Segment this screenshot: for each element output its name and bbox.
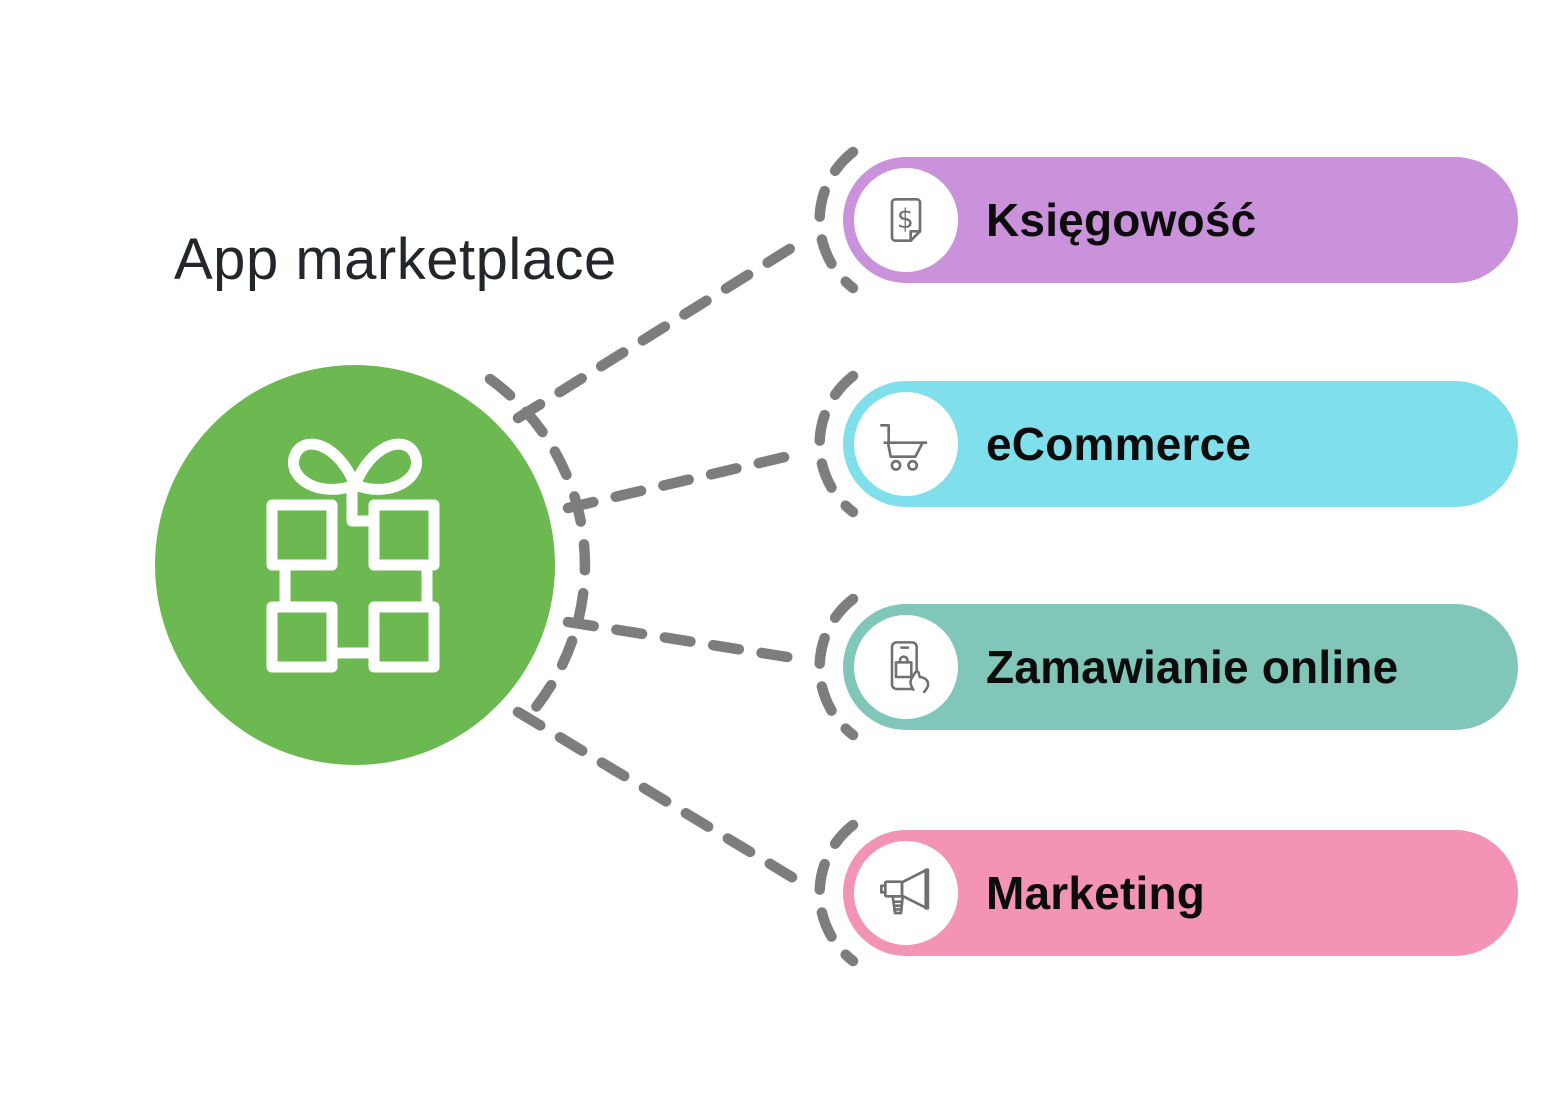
pill-dashed-arc-4: [814, 819, 859, 967]
badge-circle: [854, 615, 958, 719]
svg-text:$: $: [897, 204, 914, 235]
connector-line-3: [562, 616, 812, 666]
node-label: eCommerce: [986, 418, 1252, 470]
pill-dashed-arc-3: [814, 593, 859, 741]
megaphone-icon: [880, 868, 930, 915]
hub-circle: [155, 365, 555, 765]
node-label: Zamawianie online: [986, 641, 1399, 693]
connector-line-1: [512, 234, 810, 424]
node-ksiegowosc: $ Księgowość: [843, 157, 1518, 283]
node-marketing: Marketing: [843, 830, 1518, 956]
badge-circle: [854, 841, 958, 945]
gift-icon: [266, 438, 440, 673]
badge-circle: $: [854, 168, 958, 272]
badge-circle: [854, 392, 958, 496]
node-zamawianie-online: Zamawianie online: [843, 604, 1518, 730]
connector-line-2: [562, 446, 812, 514]
connector-line-4: [512, 706, 806, 888]
diagram-title: App marketplace: [174, 227, 617, 292]
invoice-dollar-icon: $: [890, 198, 922, 242]
pill-dashed-arc-2: [814, 370, 859, 518]
pill-dashed-arc-1: [814, 146, 859, 294]
node-label: Księgowość: [986, 194, 1257, 246]
node-label: Marketing: [986, 867, 1206, 919]
mobile-order-icon: [890, 641, 930, 694]
shopping-cart-icon: [880, 424, 928, 471]
node-ecommerce: eCommerce: [843, 381, 1518, 507]
